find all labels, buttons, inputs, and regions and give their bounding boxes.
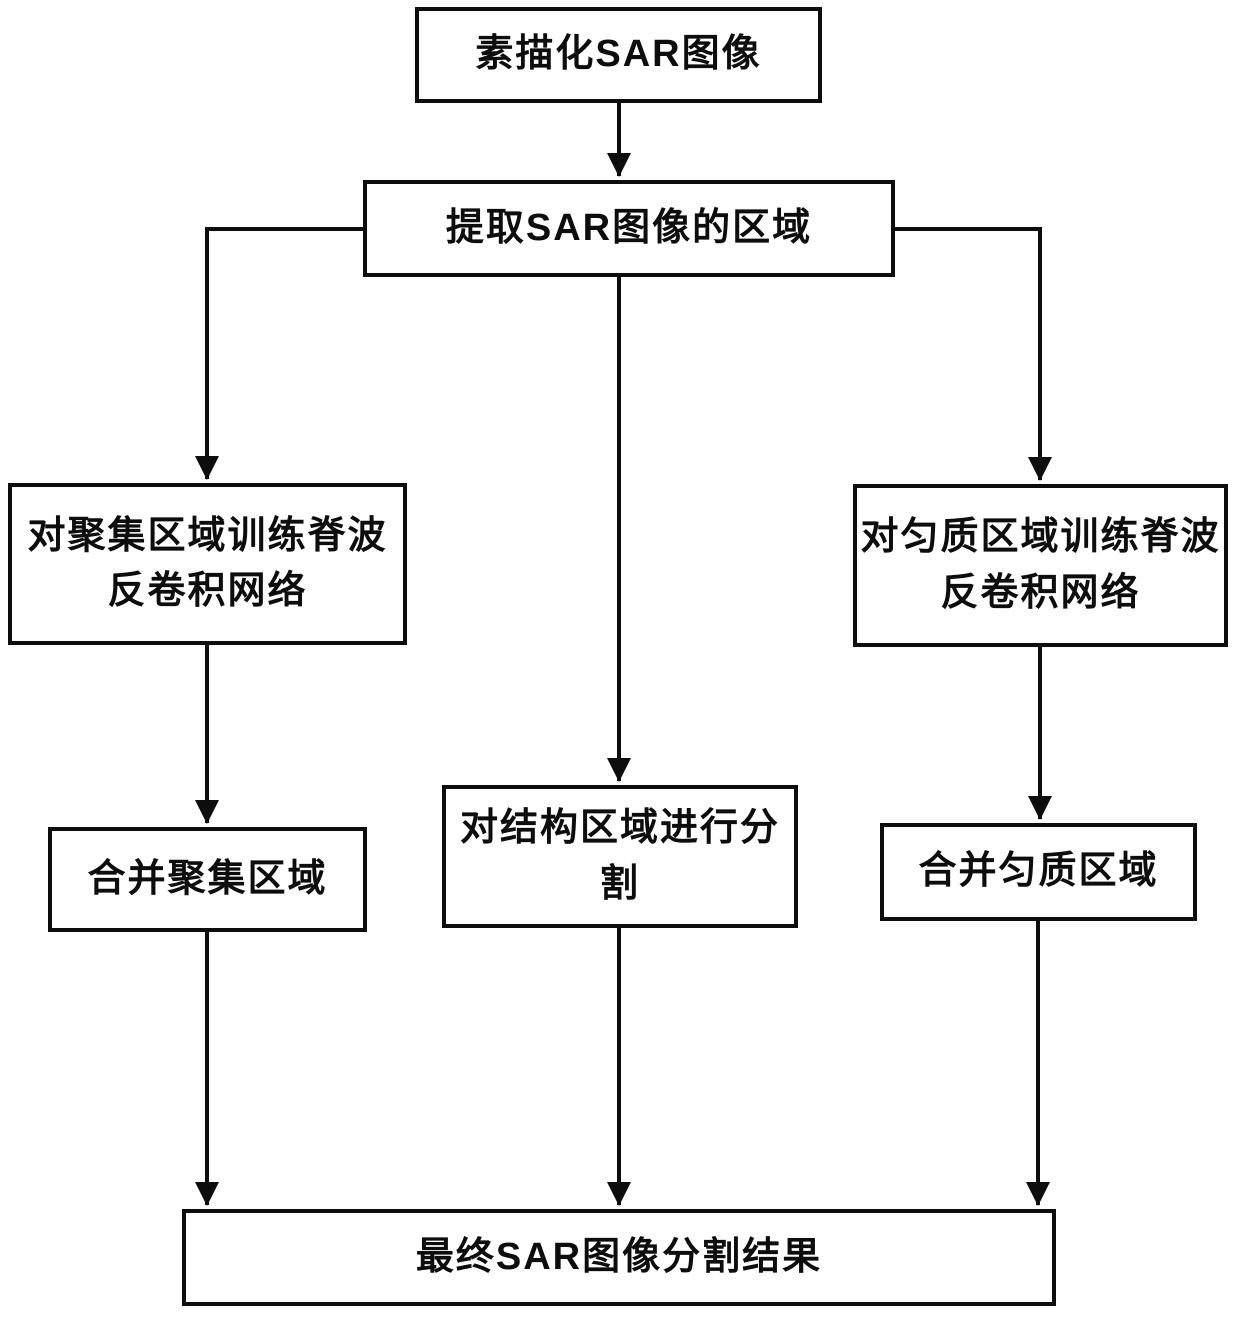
node-label: 对聚集区域训练脊波 反卷积网络 (27, 514, 388, 612)
node-extract-sar-regions: 提取SAR图像的区域 (363, 180, 895, 277)
node-label: 合并聚集区域 (87, 857, 328, 900)
edge-extract-to-train-homogeneous (893, 227, 1052, 481)
edge-extract-to-train-aggregated (195, 227, 365, 480)
node-merge-aggregated-regions: 合并聚集区域 (48, 827, 367, 932)
node-sketch-sar-image: 素描化SAR图像 (415, 7, 822, 103)
node-label: 最终SAR图像分割结果 (415, 1235, 823, 1278)
node-label: 对匀质区域训练脊波 反卷积网络 (860, 516, 1221, 614)
node-label: 合并匀质区域 (918, 850, 1159, 893)
node-merge-homogeneous-regions: 合并匀质区域 (880, 823, 1197, 921)
node-label: 提取SAR图像的区域 (445, 206, 813, 249)
node-segment-structural-regions: 对结构区域进行分 割 (442, 785, 798, 928)
node-train-ridgelet-aggregated: 对聚集区域训练脊波 反卷积网络 (8, 483, 407, 645)
node-train-ridgelet-homogeneous: 对匀质区域训练脊波 反卷积网络 (853, 484, 1228, 647)
node-final-segmentation-result: 最终SAR图像分割结果 (182, 1209, 1056, 1306)
node-label: 素描化SAR图像 (475, 33, 762, 76)
node-label: 对结构区域进行分 割 (459, 807, 780, 905)
